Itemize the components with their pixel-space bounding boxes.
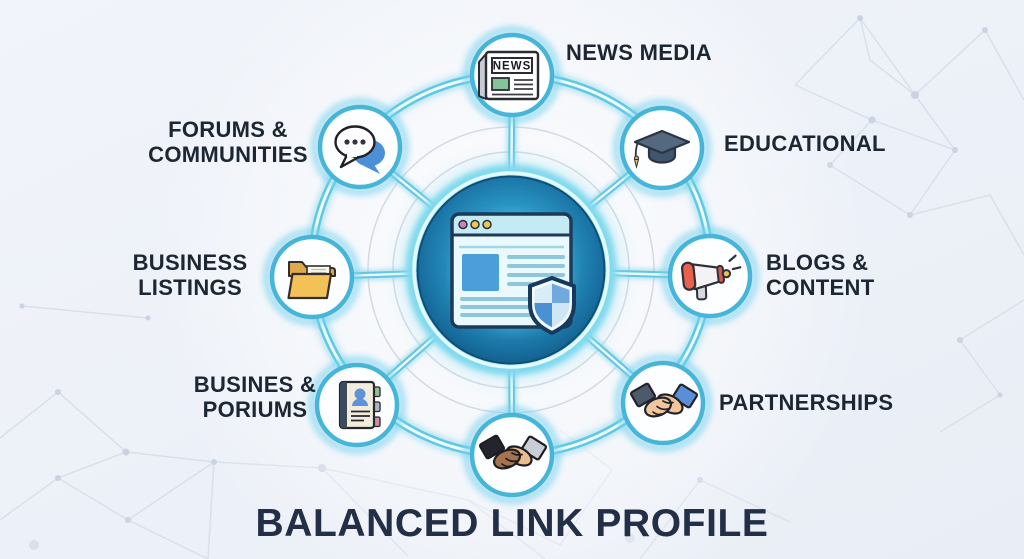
graduation-cap-icon (633, 129, 691, 169)
business-listings-node (262, 227, 362, 327)
shield-icon (528, 276, 576, 335)
label-news-media: NEWS MEDIA (566, 40, 712, 65)
hub (399, 158, 623, 382)
news-media-node: NEWS (462, 25, 562, 125)
secure-website-icon (450, 212, 576, 335)
handshake-icon (629, 382, 699, 418)
folder-icon (287, 261, 336, 300)
news-headline: NEWS (493, 61, 532, 73)
educational-node (612, 98, 712, 198)
label-partnerships: PARTNERSHIPS (719, 390, 894, 415)
label-business-listings: BUSINESS LISTINGS (132, 250, 248, 300)
megaphone-icon (680, 254, 742, 301)
label-blogs-content: BLOGS & CONTENT (766, 250, 875, 300)
blogs-content-node (660, 226, 760, 326)
handshake-icon (478, 434, 548, 470)
forums-communities-node (310, 97, 410, 197)
chat-bubbles-icon (334, 125, 385, 174)
page-title: BALANCED LINK PROFILE (255, 502, 769, 545)
label-educational: EDUCATIONAL (724, 131, 886, 156)
label-business-forums: BUSINES & PORIUMS (193, 372, 317, 422)
referral-node (462, 405, 562, 505)
newspaper-icon: NEWS (478, 50, 540, 101)
label-forums-communities: FORUMS & COMMUNITIES (148, 117, 308, 167)
contact-book-icon (338, 380, 381, 430)
partnerships-node (613, 353, 713, 453)
business-forums-node (307, 355, 407, 455)
